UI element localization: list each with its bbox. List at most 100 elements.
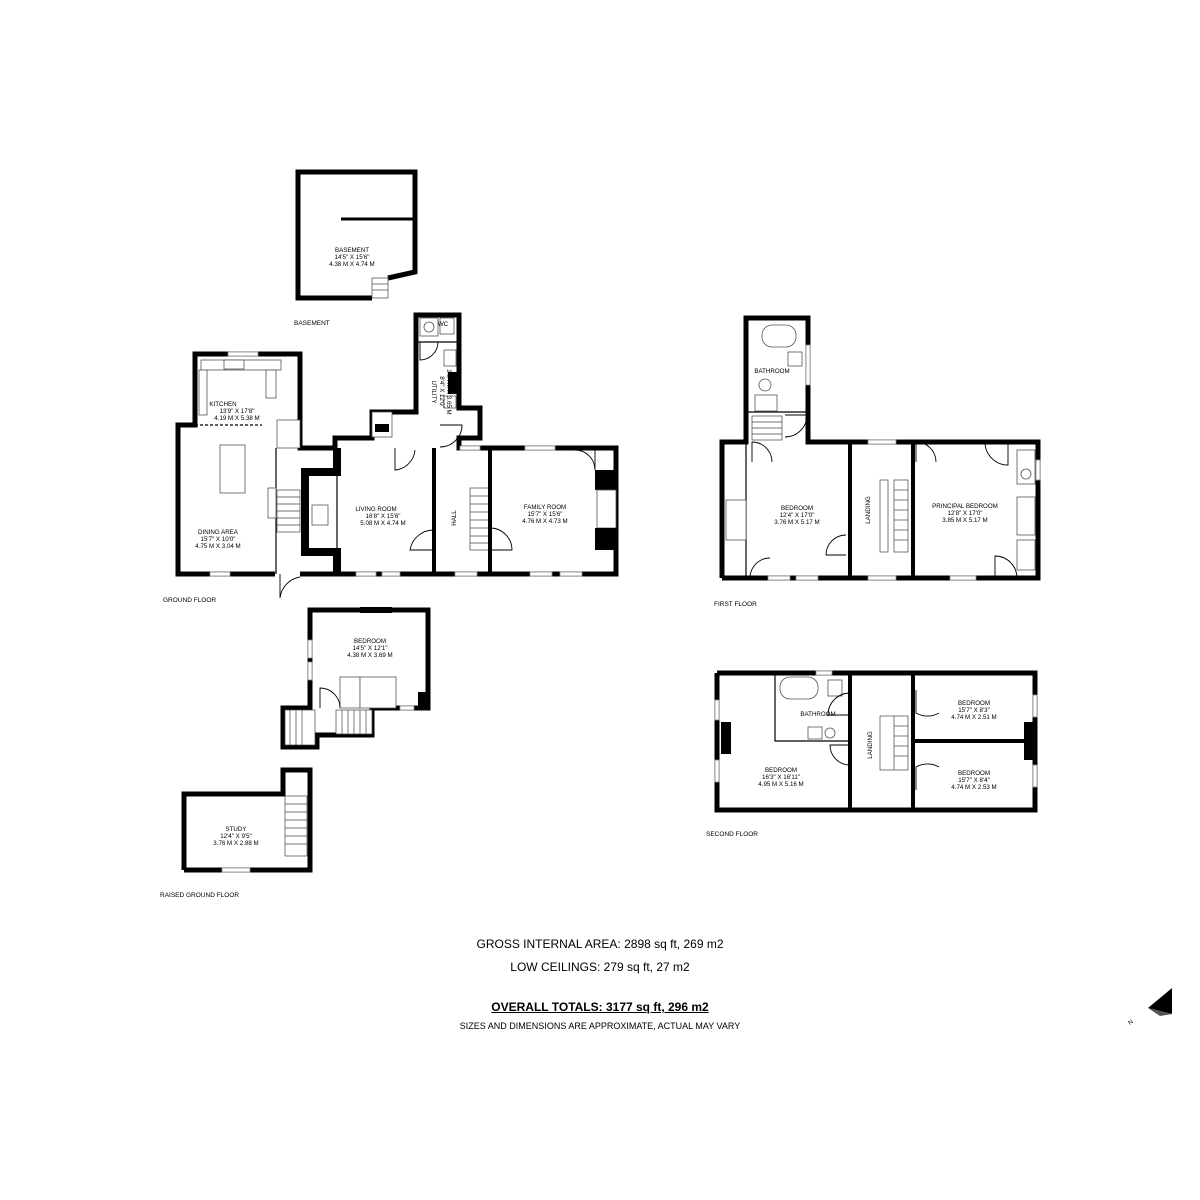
room-second-bedroom-bottom-imperial: 15'7" X 8'4" bbox=[958, 777, 990, 784]
svg-text:PRINCIPAL BEDROOM: PRINCIPAL BEDROOM bbox=[932, 503, 998, 510]
svg-text:4.74 M X 2.53 M: 4.74 M X 2.53 M bbox=[951, 784, 996, 791]
room-second-bedroom-top-name: BEDROOM bbox=[958, 700, 990, 707]
study-plan: STUDY 12'4" X 9'5" 3.76 M X 2.88 M RAISE… bbox=[160, 767, 313, 899]
room-family-imperial: 15'7" X 15'6" bbox=[528, 511, 563, 518]
room-second-bedroom-bottom-name: BEDROOM bbox=[958, 770, 990, 777]
svg-text:5.08 M X 4.74 M: 5.08 M X 4.74 M bbox=[360, 520, 405, 527]
room-dining-metric: 4.75 M X 3.04 M bbox=[195, 543, 240, 550]
ground-floor-plan: KITCHEN 13'9" X 17'8" 4.19 M X 5.38 M DI… bbox=[163, 312, 619, 604]
room-kitchen-metric: 4.19 M X 5.38 M bbox=[214, 415, 259, 422]
svg-text:4.76 M X 4.73 M: 4.76 M X 4.73 M bbox=[522, 518, 567, 525]
room-study-metric: 3.76 M X 2.88 M bbox=[213, 840, 258, 847]
svg-text:DINING AREA: DINING AREA bbox=[198, 529, 239, 536]
floor-label-basement: BASEMENT bbox=[294, 320, 330, 327]
room-family-metric: 4.76 M X 4.73 M bbox=[522, 518, 567, 525]
room-first-bathroom-name: BATHROOM bbox=[754, 368, 789, 375]
room-utility-name: UTILITY bbox=[430, 380, 437, 403]
svg-text:SECOND FLOOR: SECOND FLOOR bbox=[706, 831, 758, 838]
low-ceilings-area: LOW CEILINGS: 279 sq ft, 27 m2 bbox=[510, 960, 690, 974]
room-second-bathroom-name: BATHROOM bbox=[800, 711, 835, 718]
svg-text:BASEMENT: BASEMENT bbox=[335, 247, 369, 254]
svg-text:BASEMENT: BASEMENT bbox=[294, 320, 330, 327]
svg-text:FAMILY ROOM: FAMILY ROOM bbox=[524, 504, 566, 511]
svg-text:N: N bbox=[1128, 1019, 1135, 1026]
room-study-name: STUDY bbox=[226, 826, 247, 833]
svg-text:FIRST FLOOR: FIRST FLOOR bbox=[714, 601, 757, 608]
disclaimer-note: SIZES AND DIMENSIONS ARE APPROXIMATE, AC… bbox=[459, 1021, 741, 1031]
svg-text:8'4" X 12'0": 8'4" X 12'0" bbox=[438, 376, 445, 408]
room-hall-name: HALL bbox=[451, 510, 458, 526]
room-second-bedroom-large-imperial: 16'3" X 16'11" bbox=[762, 774, 800, 781]
room-kitchen-imperial: 13'9" X 17'8" bbox=[220, 408, 255, 415]
svg-text:BEDROOM: BEDROOM bbox=[354, 638, 386, 645]
floor-label-ground: GROUND FLOOR bbox=[163, 597, 216, 604]
room-basement-name: BASEMENT bbox=[335, 247, 369, 254]
room-raised-bedroom-name: BEDROOM bbox=[354, 638, 386, 645]
room-principal-bedroom-name: PRINCIPAL BEDROOM bbox=[932, 503, 998, 510]
room-utility-imperial: 8'4" X 12'0" bbox=[438, 376, 445, 408]
svg-text:15'7" X 8'4": 15'7" X 8'4" bbox=[958, 777, 990, 784]
svg-text:RAISED GROUND FLOOR: RAISED GROUND FLOOR bbox=[160, 892, 239, 899]
room-raised-bedroom-metric: 4.38 M X 3.69 M bbox=[347, 652, 392, 659]
svg-text:4.38 M X 4.74 M: 4.38 M X 4.74 M bbox=[329, 261, 374, 268]
svg-text:LANDING: LANDING bbox=[865, 496, 872, 524]
svg-text:4.19 M X 5.38 M: 4.19 M X 5.38 M bbox=[214, 415, 259, 422]
room-dining-name: DINING AREA bbox=[198, 529, 239, 536]
svg-text:4.95 M X 5.16 M: 4.95 M X 5.16 M bbox=[758, 781, 803, 788]
room-living-imperial: 16'8" X 15'6" bbox=[366, 513, 401, 520]
svg-text:16'3" X 16'11": 16'3" X 16'11" bbox=[762, 774, 800, 781]
svg-text:3.85 M X 5.17 M: 3.85 M X 5.17 M bbox=[942, 517, 987, 524]
svg-text:14'5" X 12'1": 14'5" X 12'1" bbox=[353, 645, 388, 652]
svg-text:16'8" X 15'6": 16'8" X 15'6" bbox=[366, 513, 401, 520]
room-principal-bedroom-metric: 3.85 M X 5.17 M bbox=[942, 517, 987, 524]
room-first-landing-name: LANDING bbox=[865, 496, 872, 524]
room-wc-name: WC bbox=[438, 321, 449, 328]
room-second-bedroom-large-metric: 4.95 M X 5.16 M bbox=[758, 781, 803, 788]
svg-text:BEDROOM: BEDROOM bbox=[781, 505, 813, 512]
svg-text:15'7" X 15'6": 15'7" X 15'6" bbox=[528, 511, 563, 518]
room-second-bedroom-large-name: BEDROOM bbox=[765, 767, 797, 774]
room-first-bedroom-imperial: 12'4" X 17'0" bbox=[780, 512, 815, 519]
room-first-bedroom-name: BEDROOM bbox=[781, 505, 813, 512]
svg-text:12'8" X 17'0": 12'8" X 17'0" bbox=[948, 510, 983, 517]
room-kitchen-name: KITCHEN bbox=[209, 401, 236, 408]
svg-text:3.76 M X 2.88 M: 3.76 M X 2.88 M bbox=[213, 840, 258, 847]
svg-text:HALL: HALL bbox=[451, 510, 458, 526]
room-study-imperial: 12'4" X 9'5" bbox=[220, 833, 252, 840]
svg-text:15'7" X 10'0": 15'7" X 10'0" bbox=[201, 536, 236, 543]
room-second-bedroom-top-imperial: 15'7" X 8'3" bbox=[958, 707, 990, 714]
room-living-name: LIVING ROOM bbox=[355, 506, 396, 513]
floor-label-first: FIRST FLOOR bbox=[714, 601, 757, 608]
room-dining-imperial: 15'7" X 10'0" bbox=[201, 536, 236, 543]
svg-text:BATHROOM: BATHROOM bbox=[754, 368, 789, 375]
second-floor-plan: BATHROOM BEDROOM 16'3" X 16'11" 4.95 M X… bbox=[706, 670, 1038, 838]
room-raised-bedroom-imperial: 14'5" X 12'1" bbox=[353, 645, 388, 652]
svg-text:3.76 M X 5.17 M: 3.76 M X 5.17 M bbox=[774, 519, 819, 526]
floor-label-raised-ground: RAISED GROUND FLOOR bbox=[160, 892, 239, 899]
svg-text:13'9" X 17'8": 13'9" X 17'8" bbox=[220, 408, 255, 415]
room-second-bedroom-top-metric: 4.74 M X 2.51 M bbox=[951, 714, 996, 721]
floor-label-second: SECOND FLOOR bbox=[706, 831, 758, 838]
svg-text:15'7" X 8'3": 15'7" X 8'3" bbox=[958, 707, 990, 714]
room-utility-metric: 2.54 M X 3.65 M bbox=[445, 369, 452, 414]
compass-label: N bbox=[1128, 1019, 1135, 1026]
svg-text:12'4" X 17'0": 12'4" X 17'0" bbox=[780, 512, 815, 519]
svg-text:14'5" X 15'6": 14'5" X 15'6" bbox=[335, 254, 370, 261]
room-second-landing-name: LANDING bbox=[867, 731, 874, 759]
svg-text:LANDING: LANDING bbox=[867, 731, 874, 759]
north-arrow-icon: N bbox=[1128, 988, 1172, 1027]
svg-text:BEDROOM: BEDROOM bbox=[958, 770, 990, 777]
svg-text:BEDROOM: BEDROOM bbox=[765, 767, 797, 774]
raised-bedroom-plan: BEDROOM 14'5" X 12'1" 4.38 M X 3.69 M bbox=[280, 607, 431, 750]
room-principal-bedroom-imperial: 12'8" X 17'0" bbox=[948, 510, 983, 517]
basement-plan: BASEMENT 14'5" X 15'6" 4.38 M X 4.74 M B… bbox=[294, 169, 418, 327]
room-living-metric: 5.08 M X 4.74 M bbox=[360, 520, 405, 527]
svg-text:KITCHEN: KITCHEN bbox=[209, 401, 236, 408]
svg-text:12'4" X 9'5": 12'4" X 9'5" bbox=[220, 833, 252, 840]
svg-text:4.38 M X 3.69 M: 4.38 M X 3.69 M bbox=[347, 652, 392, 659]
svg-text:GROUND FLOOR: GROUND FLOOR bbox=[163, 597, 216, 604]
svg-text:LIVING ROOM: LIVING ROOM bbox=[355, 506, 396, 513]
room-family-name: FAMILY ROOM bbox=[524, 504, 566, 511]
room-basement-imperial: 14'5" X 15'6" bbox=[335, 254, 370, 261]
